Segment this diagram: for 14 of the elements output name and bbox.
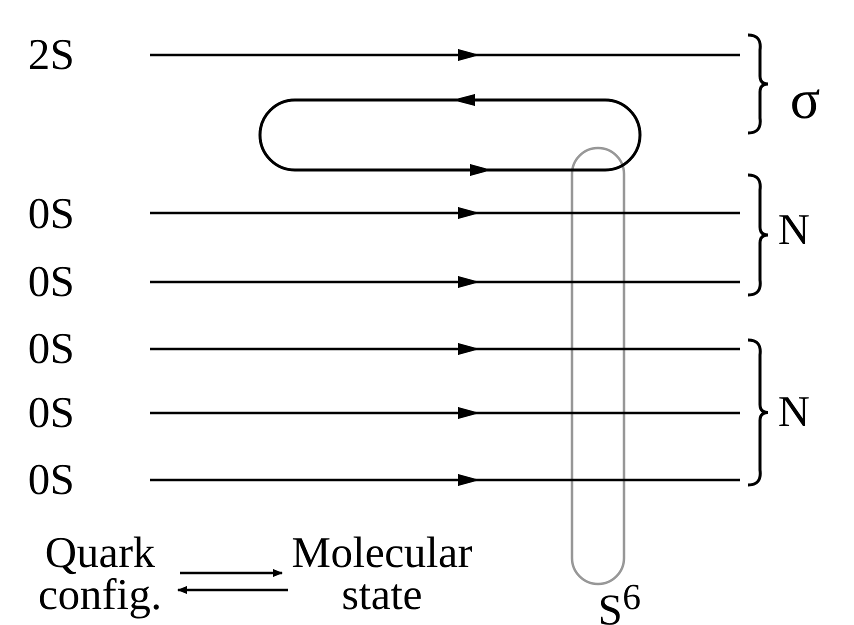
- state-label: 0S: [28, 458, 74, 502]
- multiplet-label: S$^{6}$: [598, 575, 641, 625]
- state-label: 0S: [28, 327, 74, 371]
- multiplet-label: N: [778, 208, 810, 252]
- multiplet-label: σ: [790, 78, 820, 122]
- state-label: 0S: [28, 192, 74, 236]
- multiplet-label: N: [778, 390, 810, 434]
- arrow: [180, 569, 283, 577]
- state-label: 0S: [28, 260, 74, 304]
- state-label: 2S: [28, 33, 74, 77]
- arrow: [177, 586, 288, 594]
- state-label: 0S: [28, 391, 74, 435]
- state-text: Quark config.: [20, 532, 180, 616]
- state-text: Molecular state: [282, 532, 482, 616]
